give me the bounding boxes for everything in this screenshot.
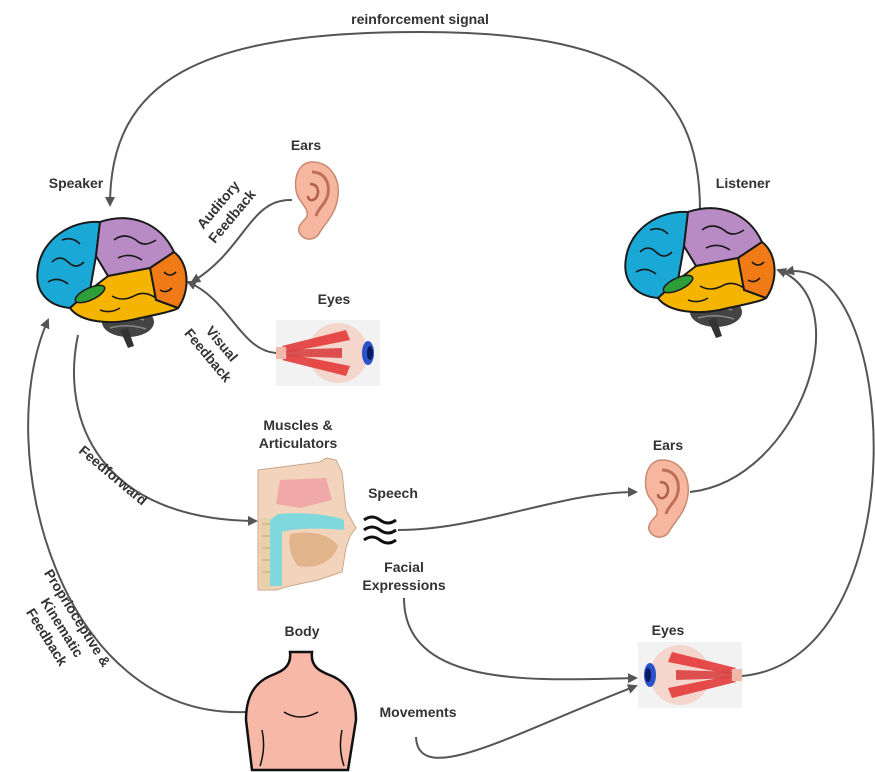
ears-label-right: Ears <box>653 437 684 453</box>
head-section-icon <box>258 458 356 590</box>
sound-waves-icon <box>364 517 396 543</box>
articulators-label: Articulators <box>259 435 338 451</box>
eye-icon <box>276 320 380 386</box>
eyes-to-listener-arrow <box>742 271 874 676</box>
eye-icon <box>638 642 742 708</box>
ear-icon <box>646 460 689 537</box>
facial-label: Facial <box>384 559 424 575</box>
ears-label-top: Ears <box>291 137 322 153</box>
auditory-feedback-label: Auditory Feedback <box>191 175 259 246</box>
listener-brain-icon <box>625 208 774 338</box>
muscles-label: Muscles & <box>263 417 332 433</box>
speech-arrow <box>398 492 636 530</box>
reinforcement-signal-label: reinforcement signal <box>351 11 489 27</box>
eyes-label-top: Eyes <box>318 291 351 307</box>
feedforward-label: Feedforward <box>76 442 151 508</box>
facial-to-eyes-arrow <box>404 598 636 679</box>
torso-icon <box>246 652 356 770</box>
visual-feedback-label: Visual Feedback <box>181 314 249 385</box>
eyes-label-right: Eyes <box>652 622 685 638</box>
body-label: Body <box>285 623 320 639</box>
listener-label: Listener <box>716 175 771 191</box>
movements-label: Movements <box>379 704 456 720</box>
speech-label: Speech <box>368 485 418 501</box>
ear-icon <box>296 162 339 239</box>
speaker-brain-icon <box>37 218 186 348</box>
speaker-label: Speaker <box>49 175 104 191</box>
movements-arrow <box>416 686 636 758</box>
expressions-label: Expressions <box>362 577 445 593</box>
proprioceptive-feedback-label: Proprioceptive & Kinematic Feedback <box>11 566 114 689</box>
reinforcement-arrow <box>110 32 700 210</box>
